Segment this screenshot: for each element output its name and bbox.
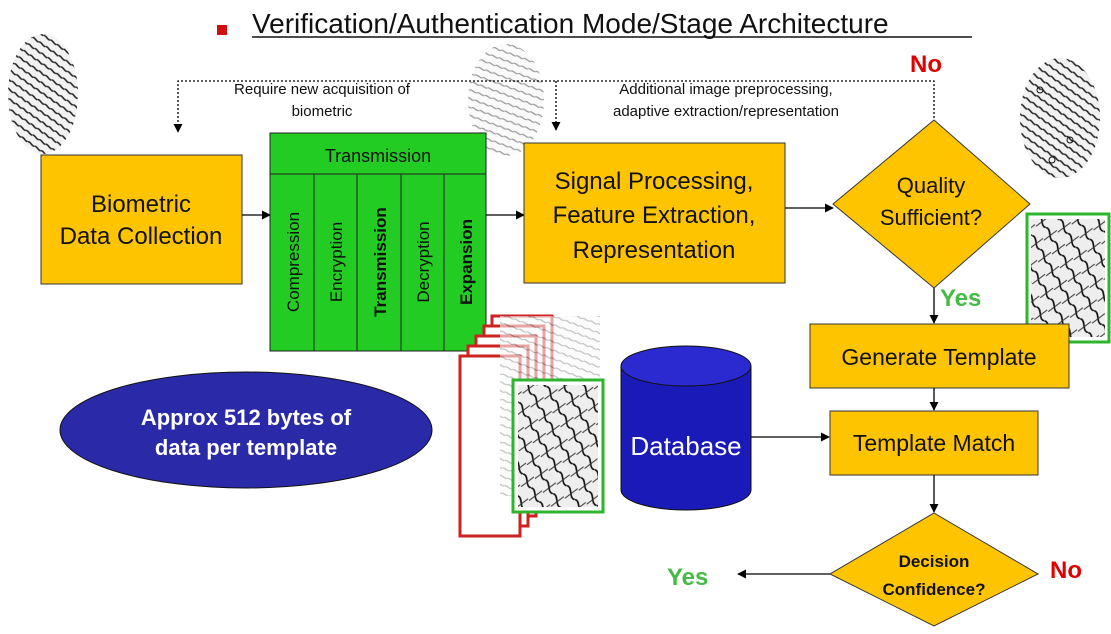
fingerprint-top-right-icon [1020,58,1100,178]
decision-label-1: Decision [899,552,970,571]
minutiae-mark-icon [1048,156,1056,164]
template-card-stack [458,314,605,538]
database-label: Database [630,431,741,461]
quality-label-1: Quality [897,173,965,198]
decision-confidence-diamond [828,512,1040,627]
database-icon [620,345,752,511]
minutiae-mark-icon [1036,86,1044,94]
decision-no-label: No [1050,557,1082,584]
biometric-label-2: Data Collection [60,223,223,250]
transmission-box [269,132,487,352]
signal-label-1: Signal Processing, [555,168,754,195]
template-match-label: Template Match [853,430,1015,456]
additional-processing-label-2: adaptive extraction/representation [613,103,839,120]
step-encryption: Encryption [327,222,346,302]
decision-yes-label: Yes [667,564,708,591]
additional-processing-label-1: Additional image preprocessing, [619,81,832,98]
step-compression: Compression [284,212,303,312]
step-expansion: Expansion [457,219,476,305]
quality-decision-diamond [832,119,1031,289]
biometric-label-1: Biometric [91,191,191,218]
ellipse-label-1: Approx 512 bytes of [141,405,352,430]
decision-label-2: Confidence? [883,580,986,599]
quality-yes-label: Yes [940,285,981,312]
step-decryption: Decryption [414,221,433,302]
biometric-data-collection-box [40,154,243,285]
generate-template-box [809,323,1070,389]
minutiae-mark-icon [1066,136,1074,144]
fingerprint-faded-icon [468,44,544,156]
fingerprint-top-left-icon [8,34,78,154]
title-bullet-icon [217,25,227,35]
signal-label-2: Feature Extraction, [553,202,756,229]
generate-template-label: Generate Template [841,344,1036,370]
database-cylinder-top [620,345,752,387]
template-match-box [829,410,1039,476]
transmission-header: Transmission [325,146,431,166]
database-cylinder-body [620,366,752,511]
step-transmission: Transmission [371,207,390,317]
signal-processing-box [523,142,786,284]
template-fingerprint-icon [518,385,598,507]
ellipse-label-2: data per template [155,435,337,460]
require-new-label-1: Require new acquisition of [234,81,411,98]
template-size-ellipse [59,371,433,489]
quality-no-label: No [910,51,942,78]
quality-label-2: Sufficient? [880,205,982,230]
fingerprint-minutiae-icon [1031,219,1105,337]
require-new-label-2: biometric [292,103,353,120]
signal-label-3: Representation [573,237,736,264]
page-title: Verification/Authentication Mode/Stage A… [252,8,889,39]
